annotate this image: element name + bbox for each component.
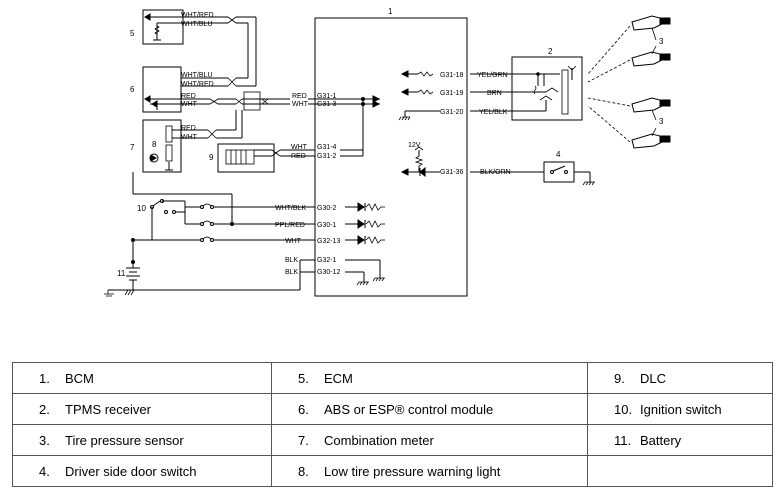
legend-item: 3. Tire pressure sensor	[12, 424, 272, 456]
terminal-g31-19: G31-19	[440, 90, 463, 97]
terminal-g30-12: G30-12	[317, 269, 340, 276]
wire-label-r3: YEL/BLK	[479, 109, 508, 116]
wire-label-5b: WHT/BLU	[181, 21, 213, 28]
label-door-switch: 4	[556, 150, 561, 159]
legend-label: ECM	[324, 370, 353, 386]
label-bcm: 1	[388, 7, 393, 16]
terminal-g31-18: G31-18	[440, 72, 463, 79]
label-dlc: 9	[209, 153, 214, 162]
door-switch-box	[543, 161, 575, 183]
terminal-g32-1: G32-1	[317, 257, 337, 264]
terminal-g31-3: G31-3	[317, 101, 337, 108]
label-abs-esp: 6	[130, 85, 135, 94]
wire-label-l2: PPL/RED	[275, 222, 305, 229]
legend-num: 1.	[39, 370, 50, 386]
legend-num: 4.	[39, 463, 50, 479]
legend-num: 6.	[298, 401, 309, 417]
wire-label-c2: WHT	[292, 101, 309, 108]
legend-num: 3.	[39, 432, 50, 448]
legend-num: 5.	[298, 370, 309, 386]
legend-label: Low tire pressure warning light	[324, 463, 501, 479]
wire-label-9a: WHT	[291, 144, 308, 151]
terminal-g31-2: G31-2	[317, 153, 337, 160]
legend-item	[587, 455, 773, 487]
legend-row: 3. Tire pressure sensor 7. Combination met…	[12, 424, 773, 456]
wire-label-6b: WHT/RED	[181, 81, 214, 88]
wire-label-r2: BRN	[487, 90, 502, 97]
terminal-g31-1: G31-1	[317, 93, 337, 100]
bcm-box	[314, 17, 468, 297]
terminal-g31-4: G31-4	[317, 144, 337, 151]
wire-label-l3: WHT	[285, 238, 302, 245]
legend-item: 4. Driver side door switch	[12, 455, 272, 487]
label-ignition-switch: 10	[137, 204, 146, 213]
wire-label-7a: RED	[181, 125, 196, 132]
legend-item: 2. TPMS receiver	[12, 393, 272, 425]
legend-num: 9.	[614, 370, 625, 386]
wire-label-9b: RED	[291, 153, 306, 160]
legend-item: 7. Combination meter	[271, 424, 588, 456]
terminal-g31-36: G31-36	[440, 169, 463, 176]
legend-item: 10. Ignition switch	[587, 393, 773, 425]
legend-label: Ignition switch	[640, 401, 722, 417]
wire-label-l4: BLK	[285, 257, 299, 264]
legend-label: Tire pressure sensor	[65, 432, 184, 448]
legend-label: Battery	[640, 432, 682, 448]
legend-label: BCM	[65, 370, 94, 386]
label-ecm: 5	[130, 29, 135, 38]
legend-num: 11.	[614, 432, 632, 448]
legend-row: 2. TPMS receiver 6. ABS or ESP® control mo…	[12, 393, 773, 425]
voltage-label: 12V	[408, 142, 421, 149]
legend-label: Driver side door switch	[65, 463, 197, 479]
legend-item: 11. Battery	[587, 424, 773, 456]
legend-num: 2.	[39, 401, 50, 417]
label-tire-sensor-top: 3	[659, 37, 664, 46]
tire-sensor-icon	[631, 15, 671, 149]
wire-label-l5: BLK	[285, 269, 299, 276]
legend-item: 5. ECM	[271, 362, 588, 394]
legend-table: 1. BCM 5. ECM 9. DLC 2. TPMS receiver 6. ABS …	[12, 362, 773, 487]
legend-num: 8.	[298, 463, 309, 479]
label-tire-sensor-bottom: 3	[659, 117, 664, 126]
wire-label-l1: WHT/BLK	[275, 205, 306, 212]
tpms-receiver-box	[511, 56, 583, 121]
combination-meter-box	[142, 119, 182, 173]
wire-label-c1: RED	[292, 93, 307, 100]
legend-item: 8. Low tire pressure warning light	[271, 455, 588, 487]
battery-icon	[126, 262, 140, 290]
legend-label: ABS or ESP® control module	[324, 401, 494, 417]
legend-row: 4. Driver side door switch 8. Low tire pre…	[12, 455, 773, 487]
label-battery: 11	[117, 269, 126, 278]
wire-label-7b: WHT	[181, 134, 198, 141]
wiring-diagram: 1 5 WHT/RED WHT/BLU 6 WHT/BLU WHT/RED RE…	[104, 7, 671, 297]
legend-num: 10.	[614, 401, 633, 417]
legend-row: 1. BCM 5. ECM 9. DLC	[12, 362, 773, 394]
terminal-g30-1: G30-1	[317, 222, 337, 229]
legend-label: TPMS receiver	[65, 401, 151, 417]
label-combination-meter: 7	[130, 143, 135, 152]
ecm-box	[142, 9, 184, 45]
internal-diode-icon	[345, 202, 385, 245]
abs-esp-box	[142, 66, 182, 113]
legend-item: 6. ABS or ESP® control module	[271, 393, 588, 425]
legend-item: 9. DLC	[587, 362, 773, 394]
wire-label-6c: RED	[181, 93, 196, 100]
ignition-switch-icon	[150, 199, 176, 214]
terminal-g31-20: G31-20	[440, 109, 463, 116]
label-warning-light: 8	[152, 140, 157, 149]
legend-num: 7.	[298, 432, 309, 448]
dlc-box	[217, 143, 275, 173]
label-tpms-receiver: 2	[548, 47, 553, 56]
legend-label: DLC	[640, 370, 667, 386]
wire-label-6a: WHT/BLU	[181, 72, 213, 79]
legend-item: 1. BCM	[12, 362, 272, 394]
wire-label-5a: WHT/RED	[181, 12, 214, 19]
terminal-g30-2: G30-2	[317, 205, 337, 212]
warning-light-icon	[149, 153, 159, 163]
wire-label-r1: YEL/GRN	[477, 72, 508, 79]
legend-label: Combination meter	[324, 432, 434, 448]
terminal-g32-13: G32-13	[317, 238, 340, 245]
